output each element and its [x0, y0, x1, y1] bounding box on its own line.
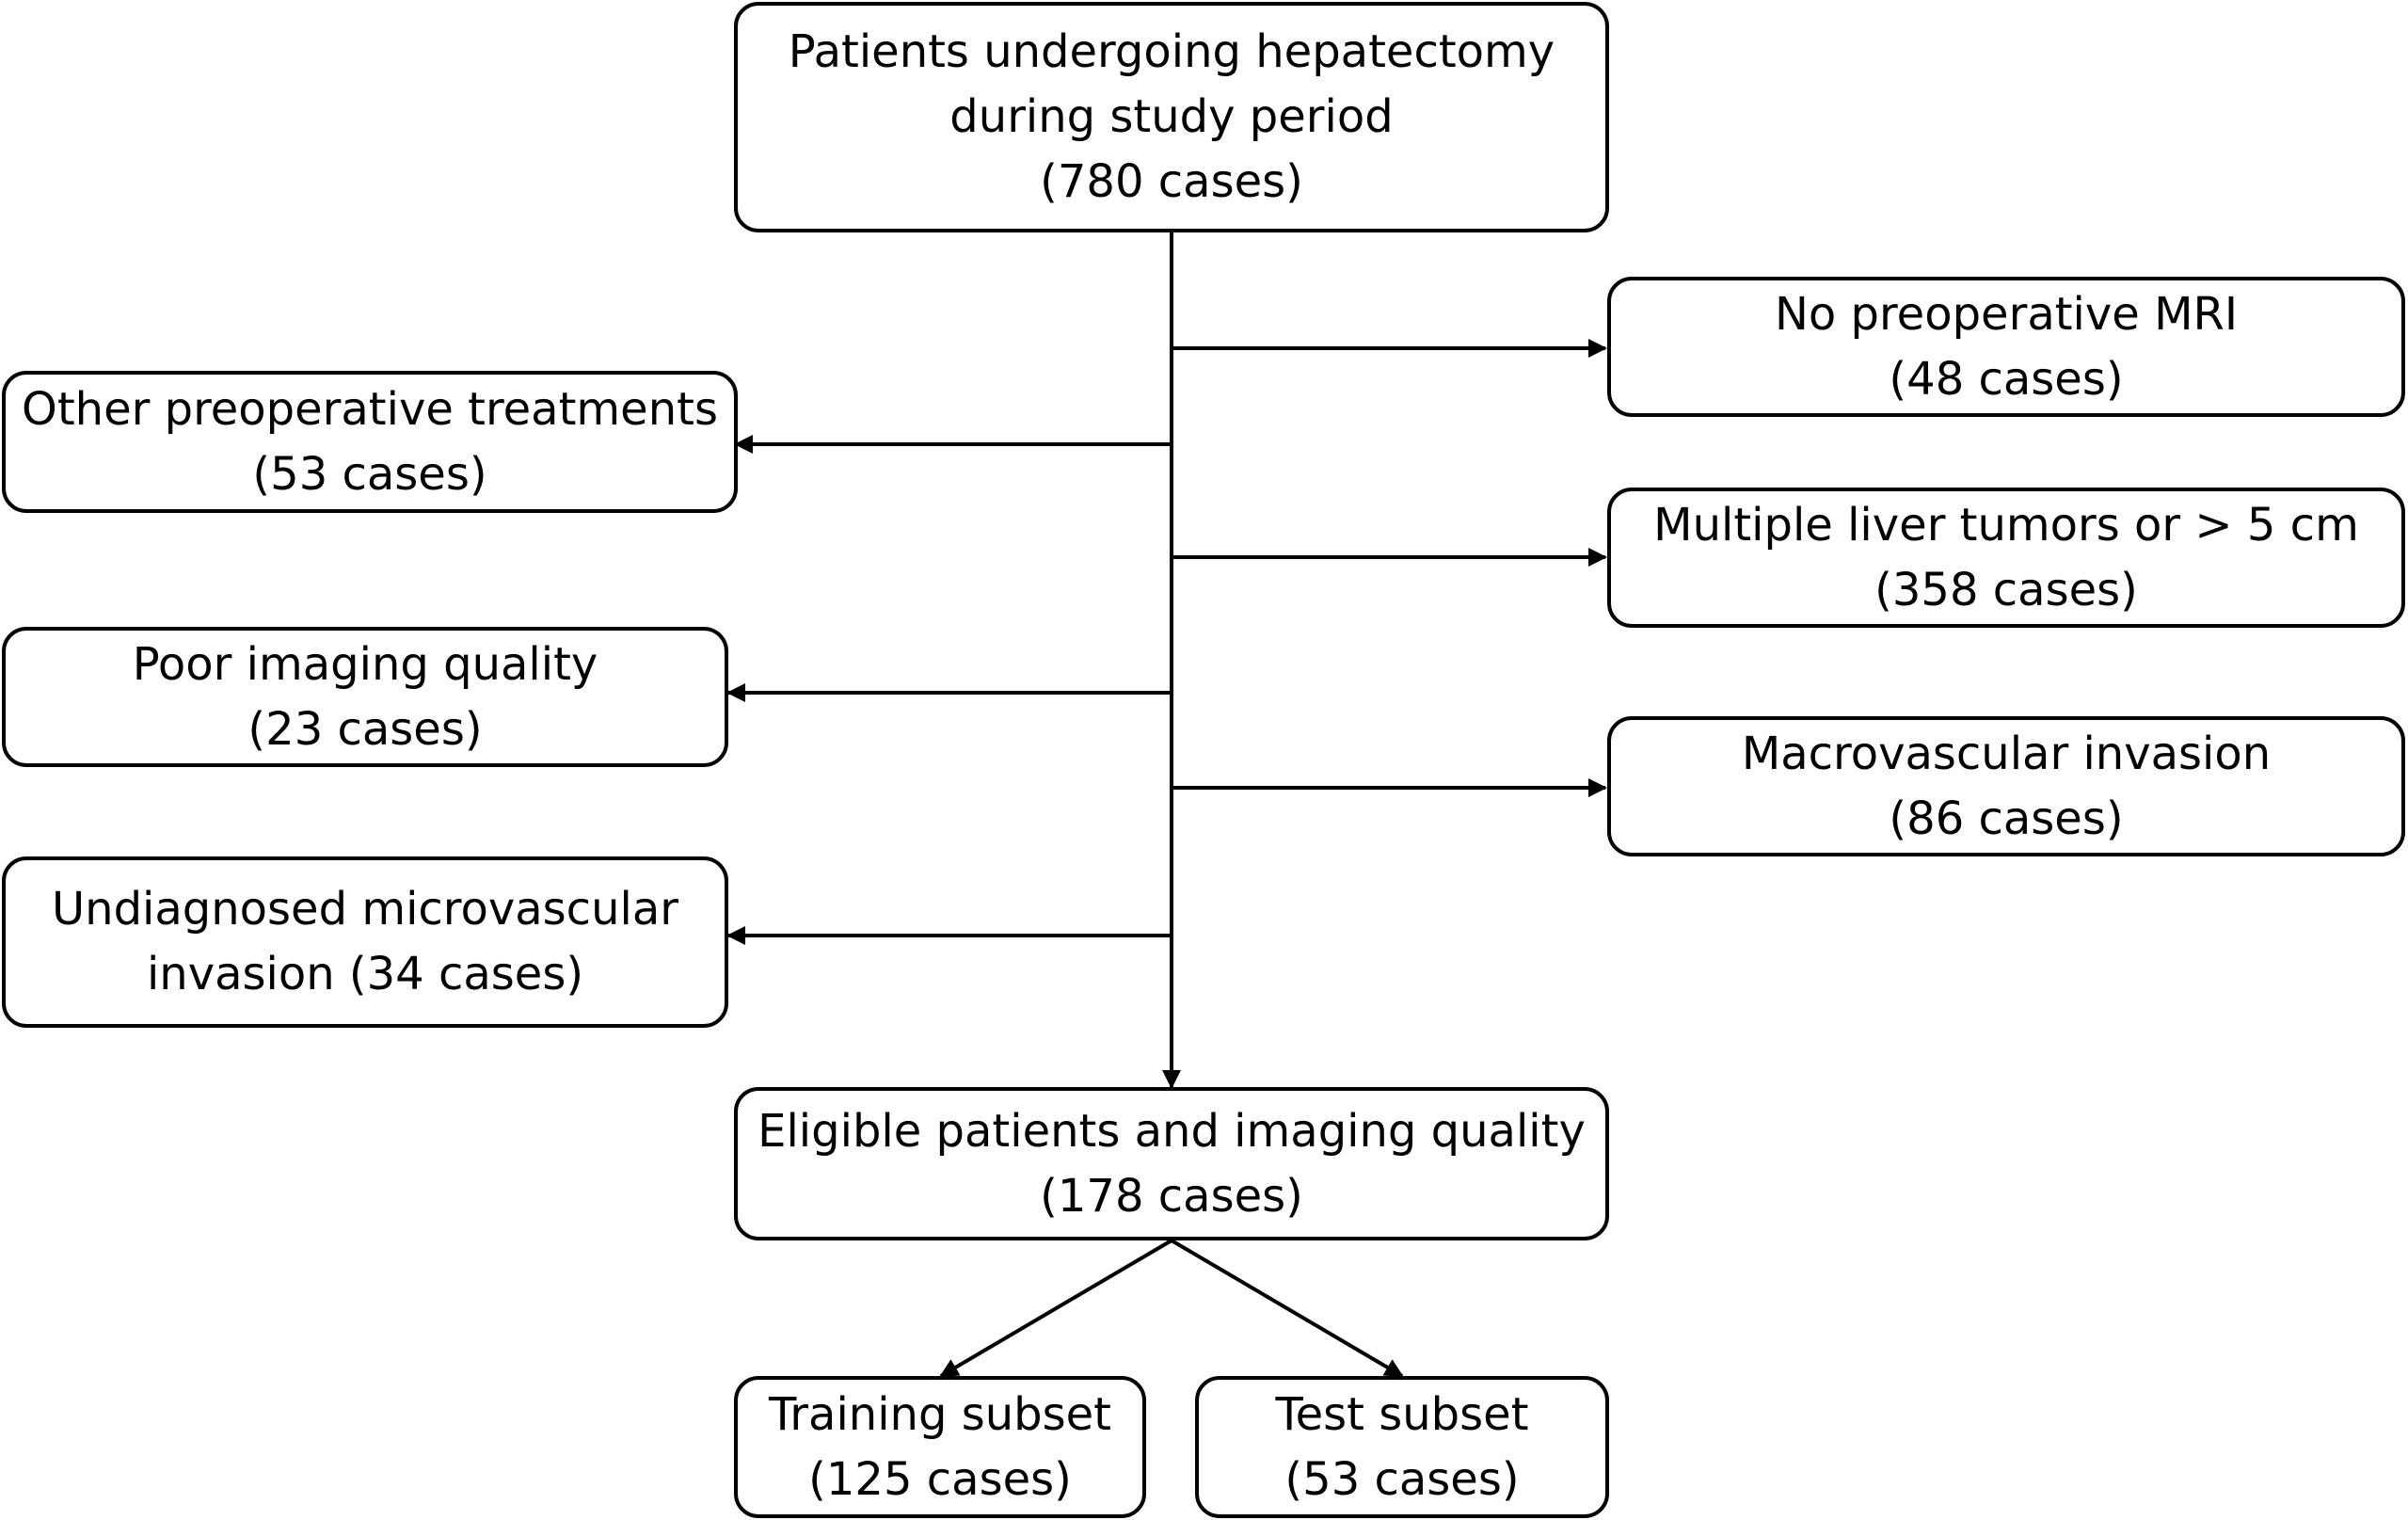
arrow-to-training	[939, 1239, 1173, 1378]
test-box-line-1: Test subset	[1275, 1387, 1529, 1441]
poor-quality-box: Poor imaging quality (23 cases)	[2, 627, 728, 767]
arrow-to-test	[1170, 1239, 1404, 1378]
undiagnosed-mvi-box-line-1: Undiagnosed microvascular	[52, 883, 678, 936]
start-box-line-1: Patients undergoing hepatectomy	[788, 25, 1555, 78]
training-box-line-1: Training subset	[769, 1387, 1111, 1441]
undiagnosed-mvi-box: Undiagnosed microvascular invasion (34 c…	[2, 856, 728, 1028]
no-mri-box-line-2: (48 cases)	[1889, 352, 2124, 406]
other-treatments-box: Other preoperative treatments (53 cases)	[2, 371, 738, 513]
macrovascular-box-line-1: Macrovascular invasion	[1741, 727, 2272, 780]
eligible-box-line-1: Eligible patients and imaging quality	[757, 1104, 1586, 1158]
macrovascular-box: Macrovascular invasion (86 cases)	[1607, 716, 2405, 856]
multiple-tumors-box-line-2: (358 cases)	[1874, 563, 2138, 616]
macrovascular-box-line-2: (86 cases)	[1889, 792, 2124, 845]
training-box: Training subset (125 cases)	[734, 1376, 1146, 1518]
other-treatments-box-line-2: (53 cases)	[252, 447, 487, 501]
multiple-tumors-box-line-1: Multiple liver tumors or > 5 cm	[1653, 498, 2359, 552]
poor-quality-box-line-2: (23 cases)	[247, 702, 483, 756]
poor-quality-box-line-1: Poor imaging quality	[132, 637, 598, 691]
start-box-line-3: (780 cases)	[1040, 155, 1303, 208]
eligible-box: Eligible patients and imaging quality (1…	[734, 1087, 1609, 1240]
eligible-box-line-2: (178 cases)	[1040, 1169, 1303, 1223]
other-treatments-box-line-1: Other preoperative treatments	[22, 382, 718, 436]
no-mri-box: No preoperative MRI (48 cases)	[1607, 277, 2405, 417]
start-box: Patients undergoing hepatectomy during s…	[734, 2, 1609, 232]
multiple-tumors-box: Multiple liver tumors or > 5 cm (358 cas…	[1607, 488, 2405, 628]
start-box-line-2: during study period	[949, 90, 1394, 143]
undiagnosed-mvi-box-line-2: invasion (34 cases)	[146, 948, 584, 1000]
no-mri-box-line-1: No preoperative MRI	[1775, 287, 2238, 341]
test-box-line-2: (53 cases)	[1284, 1452, 1520, 1506]
training-box-line-2: (125 cases)	[808, 1452, 1072, 1506]
test-box: Test subset (53 cases)	[1195, 1376, 1609, 1518]
